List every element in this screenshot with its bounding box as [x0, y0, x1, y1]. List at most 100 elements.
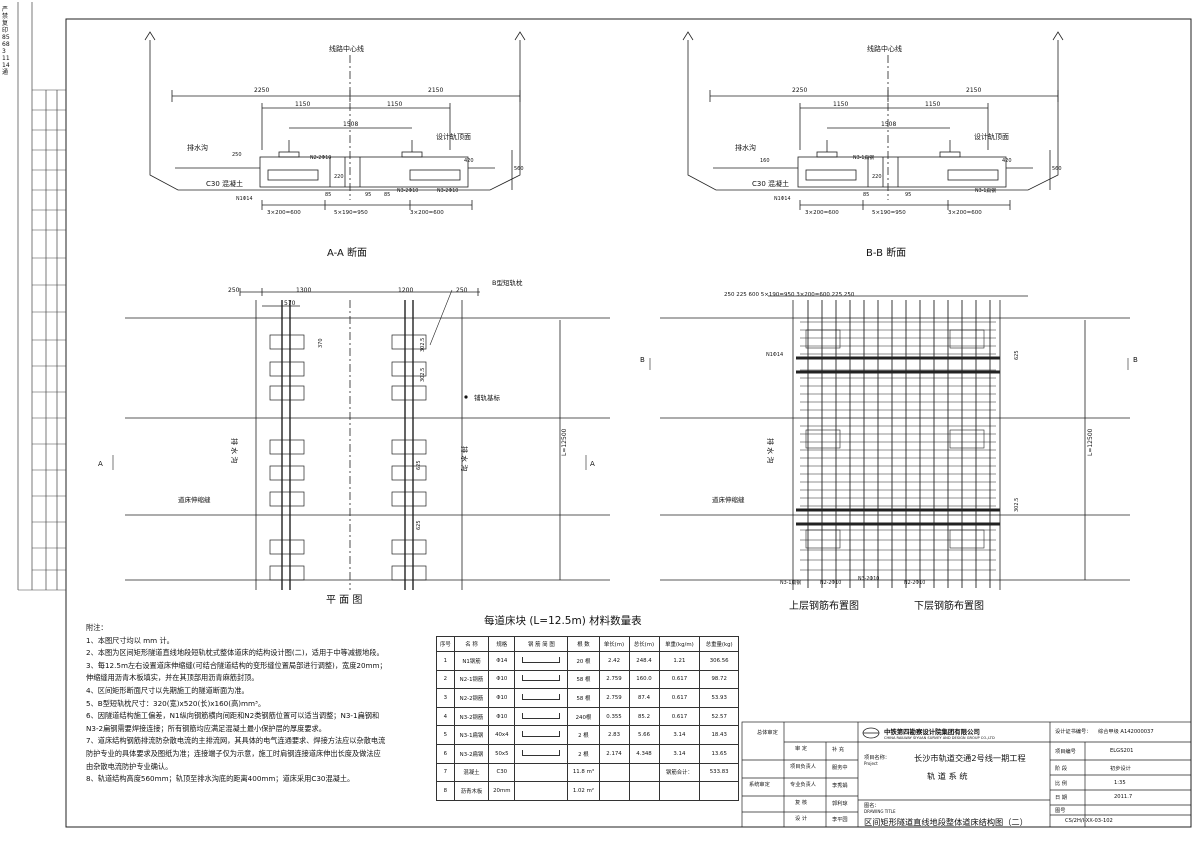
- bb-bottom-dim-2: 5×190=950: [872, 210, 906, 216]
- sleeper-outline: [805, 329, 841, 349]
- short-sleeper: [391, 465, 427, 481]
- table-cell: 4: [436, 706, 455, 727]
- table-cell: 3: [436, 688, 455, 708]
- table-cell: 2.759: [598, 688, 630, 708]
- left-stamp-text: 严禁复印 85683 1114通: [2, 6, 10, 76]
- project-label: 项目名称：: [864, 755, 890, 761]
- plan-drain-right: 排 水 沟: [460, 446, 469, 471]
- note-line: 由杂散电流防护专业确认。: [86, 761, 173, 771]
- bb-d160: 160: [760, 158, 770, 164]
- sig-design: 设 计: [795, 816, 808, 822]
- aa-gauge-right: 1150: [387, 101, 402, 108]
- rebar-sketch-cell: [514, 688, 569, 708]
- table-cell: 20 根: [567, 651, 600, 671]
- short-sleeper: [391, 491, 427, 507]
- cert-value: 综合甲级 A142000037: [1098, 729, 1154, 735]
- bb-n2-label: N3-1扁钢: [853, 154, 874, 161]
- short-sleeper: [269, 361, 305, 377]
- bb-drain: 排水沟: [735, 143, 756, 152]
- short-sleeper: [391, 385, 427, 401]
- bb-dim-right: 2150: [966, 87, 981, 94]
- note-line: 附注：: [86, 623, 108, 632]
- rebar-n3a-label: N3-1扁钢: [780, 579, 801, 586]
- short-sleeper: [269, 439, 305, 455]
- project-label-en: Project: [864, 761, 878, 766]
- table-cell: 248.4: [628, 651, 660, 671]
- note-line: 7、道床结构钢筋排流防杂散电流的主排流网，其具体的电气连通要求、焊接方法应以杂散…: [86, 736, 386, 746]
- table-cell: 7: [436, 762, 455, 783]
- note-line: 8、轨道结构高度560mm；轨顶至排水沟底的距离400mm；道床采用C30混凝土…: [86, 774, 355, 784]
- rebar-sketch: [522, 693, 561, 700]
- note-line: 6、因隧道结构施工偏差，N1纵向钢筋横向间距和N2类钢筋位置可以适当调整；N3-…: [86, 711, 380, 721]
- bb-gauge-right: 1150: [925, 101, 940, 108]
- table-cell: 40x4: [488, 725, 516, 745]
- short-sleeper: [269, 385, 305, 401]
- table-cell: 2.42: [598, 651, 630, 671]
- note-line: 4、区间矩形断面尺寸以先期施工的隧道断面为准。: [86, 685, 249, 695]
- table-cell: [598, 781, 630, 801]
- table-header-cell: 钢 筋 简 图: [514, 636, 569, 652]
- bb-d420: 420: [1002, 158, 1012, 164]
- rebar-section-b-left: B: [640, 356, 645, 364]
- short-sleeper: [391, 565, 427, 581]
- bb-n1-label: N1Φ14: [774, 196, 791, 202]
- sig-system-approve: 系统审定: [749, 782, 770, 788]
- bb-gauge-full: 1508: [881, 121, 896, 128]
- company-name-en: CHINA RAILWAY SIYUAN SURVEY AND DESIGN G…: [884, 736, 995, 740]
- table-cell: N2-1钢筋: [453, 669, 490, 690]
- sig-name-1: 补 充: [832, 747, 845, 753]
- plan-d250b: 250: [456, 287, 468, 294]
- bb-bottom-dim-3: 3×200=600: [948, 210, 982, 216]
- plan-d370: 370: [318, 338, 324, 348]
- note-line: N3-2扁钢需要焊接连接；所有钢筋均应满足混凝土最小保护层的厚度要求。: [86, 723, 326, 733]
- short-sleeper: [269, 465, 305, 481]
- aa-drain: 排水沟: [187, 143, 208, 152]
- bb-d85: 85: [863, 192, 869, 198]
- table-cell: 52.57: [699, 706, 739, 727]
- table-header-cell: 总长(m): [628, 636, 660, 652]
- bb-d95: 95: [905, 192, 911, 198]
- table-cell: 2 根: [567, 725, 600, 745]
- rebar-sketch-cell: [514, 669, 569, 690]
- plan-d250a: 250: [228, 287, 240, 294]
- aa-gauge-full: 1508: [343, 121, 358, 128]
- rebar-sketch: [522, 731, 561, 738]
- bb-section-title: B-B 断面: [866, 248, 907, 259]
- aa-gauge-left: 1150: [295, 101, 310, 108]
- rebar-drain: 排 水 沟: [766, 438, 775, 463]
- table-cell: N1钢筋: [453, 651, 490, 671]
- stage-label: 阶 段: [1055, 766, 1068, 772]
- table-cell: 0.617: [658, 688, 701, 708]
- material-table-header: 序号名 称规格钢 筋 简 图根 数单长(m)总长(m)单重(kg/m)总重量(k…: [436, 636, 739, 652]
- table-cell: 5: [436, 725, 455, 745]
- rebar-d302: 302.5: [1014, 498, 1020, 512]
- sleeper-outline: [949, 329, 985, 349]
- sig-name-4: 郭利琼: [832, 801, 848, 807]
- table-header-cell: 序号: [436, 636, 455, 652]
- aa-d85b: 85: [384, 192, 390, 198]
- plan-sleeper-label: B型短轨枕: [492, 278, 523, 287]
- company-name: 中铁第四勘察设计院集团有限公司: [884, 728, 980, 736]
- rebar-section-b-right: B: [1133, 356, 1138, 364]
- sig-check: 复 核: [795, 800, 808, 806]
- table-cell: 0.617: [658, 706, 701, 727]
- table-cell: N3-1扁钢: [453, 725, 490, 745]
- company-logo: [862, 727, 880, 739]
- table-cell: 钢筋合计：: [658, 762, 701, 783]
- bb-rail-top: 设计轨顶面: [974, 132, 1009, 141]
- table-cell: [658, 781, 701, 801]
- aa-dim-right: 2150: [428, 87, 443, 94]
- rebar-n3b-label: N3-2Φ10: [858, 576, 879, 582]
- sig-name-5: 李平园: [832, 817, 848, 823]
- aa-n3b-label: N3-2Φ10: [437, 188, 458, 194]
- table-cell: [699, 781, 739, 801]
- sig-project-lead: 项目负责人: [790, 764, 816, 770]
- short-sleeper: [391, 439, 427, 455]
- table-cell: [598, 762, 630, 783]
- table-cell: 8: [436, 781, 455, 801]
- sleeper-outline: [949, 529, 985, 549]
- plan-d570: 570: [284, 300, 296, 307]
